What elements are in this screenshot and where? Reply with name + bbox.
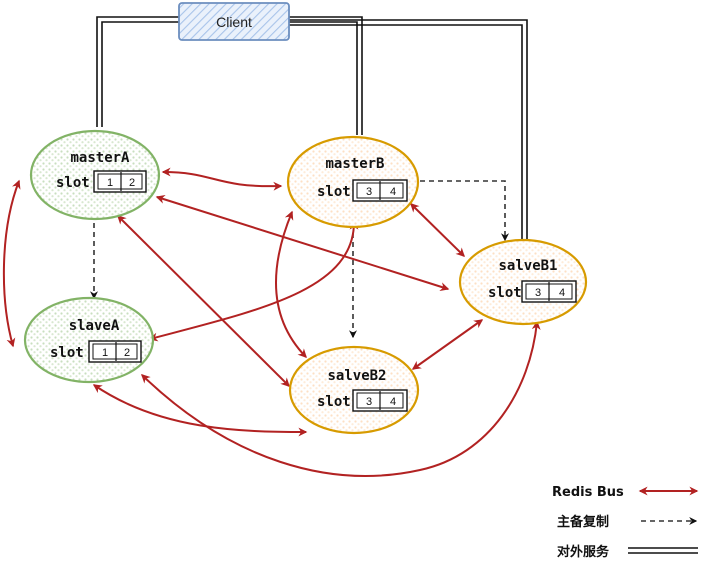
bus-master-a-master-b <box>161 167 283 191</box>
slot-label: slot <box>317 184 351 200</box>
slot-number: 2 <box>129 177 135 189</box>
bus-salve-b1-salve-b2 <box>411 319 484 370</box>
client-label: Client <box>216 14 252 30</box>
node-master-a: masterA slot 1 2 <box>29 129 161 221</box>
slot-number: 3 <box>366 396 372 408</box>
node-slave-a: slaveA slot 1 2 <box>23 296 155 384</box>
node-title: slaveA <box>69 318 120 334</box>
legend-item-redis-bus: Redis Bus <box>552 485 699 500</box>
slot-number: 4 <box>390 186 396 198</box>
node-title: salveB1 <box>498 258 557 274</box>
legend: Redis Bus 主备复制 对外服务 <box>552 485 699 560</box>
slot-number: 3 <box>535 287 541 299</box>
slot-number: 4 <box>390 396 396 408</box>
slot-box: 3 4 <box>352 389 408 412</box>
service-line-salve-b1-inner <box>287 24 523 244</box>
slot-number: 3 <box>366 186 372 198</box>
legend-label-redis-bus: Redis Bus <box>552 485 624 500</box>
bus-master-a-slave-a <box>2 179 21 348</box>
slot-number: 2 <box>124 347 130 359</box>
bus-master-b-slave-a <box>148 220 359 342</box>
service-line-salve-b1 <box>287 19 528 244</box>
replication-master-b-to-salve-b1 <box>420 180 509 242</box>
legend-item-service: 对外服务 <box>557 544 698 560</box>
client-box: Client <box>178 2 290 41</box>
bus-master-b-salve-b2 <box>275 210 307 358</box>
slot-number: 1 <box>102 347 108 359</box>
slot-label: slot <box>488 285 522 301</box>
slot-number: 1 <box>107 177 113 189</box>
service-lines <box>96 16 528 244</box>
node-title: salveB2 <box>327 368 386 384</box>
legend-label-service: 对外服务 <box>557 544 610 560</box>
slot-label: slot <box>56 175 90 191</box>
node-title: masterB <box>325 156 384 172</box>
slot-box: 3 4 <box>521 280 577 303</box>
service-line-master-b <box>287 16 363 135</box>
service-line-master-b-inner <box>287 21 358 135</box>
node-salve-b2: salveB2 slot 3 4 <box>288 345 420 435</box>
legend-label-replication: 主备复制 <box>557 514 609 530</box>
replication-arrows <box>90 180 509 339</box>
legend-item-replication: 主备复制 <box>557 514 698 530</box>
node-title: masterA <box>70 150 130 166</box>
bus-master-b-salve-b1 <box>410 203 465 257</box>
node-master-b: masterB slot 3 4 <box>286 135 420 229</box>
slot-box: 3 4 <box>352 179 408 202</box>
bus-slave-a-salve-b1 <box>141 320 541 477</box>
redis-bus-links <box>2 167 541 477</box>
bus-slave-a-salve-b2 <box>92 384 308 437</box>
service-line-master-a-inner <box>101 21 182 127</box>
service-line-master-a <box>96 16 182 127</box>
slot-label: slot <box>50 345 84 361</box>
slot-box: 1 2 <box>93 170 147 193</box>
node-salve-b1: salveB1 slot 3 4 <box>458 238 588 326</box>
slot-box: 1 2 <box>88 340 142 363</box>
slot-label: slot <box>317 394 351 410</box>
slot-number: 4 <box>559 287 565 299</box>
